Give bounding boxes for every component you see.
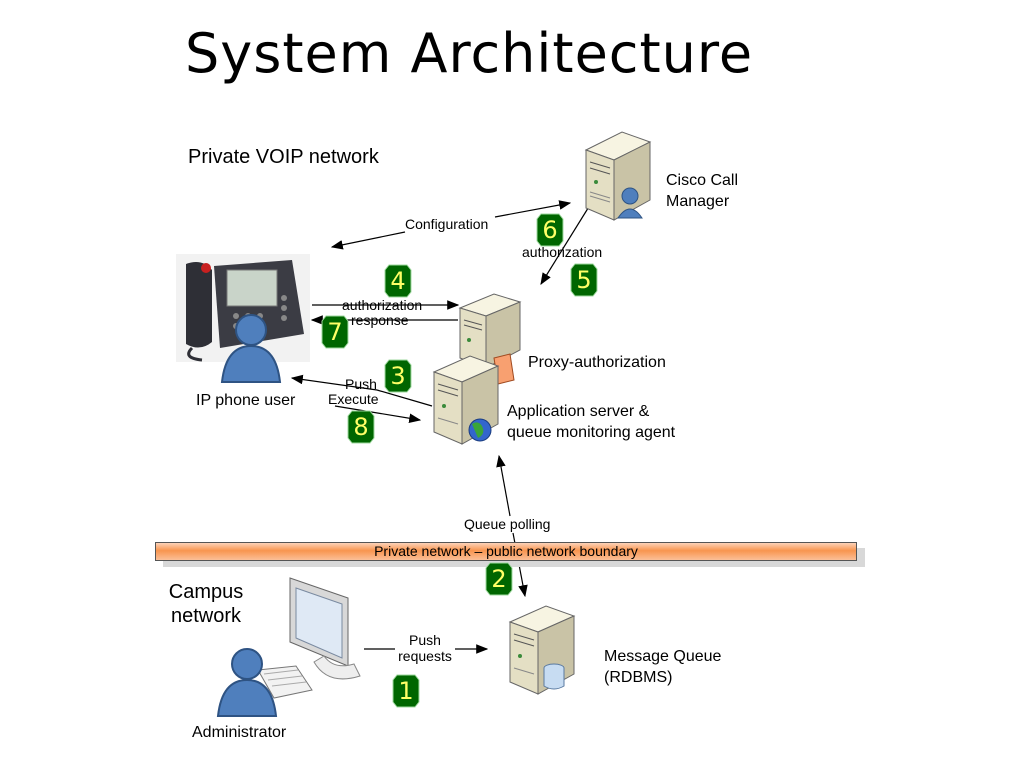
cisco-server-icon (584, 131, 652, 221)
badge-shape (536, 213, 564, 247)
network-boundary: Private network – public network boundar… (155, 542, 857, 561)
cisco-label: Cisco Call Manager (666, 172, 739, 210)
private-voip-label: Private VOIP network (188, 146, 379, 168)
step-number: 8 (353, 413, 369, 441)
administrator-user-icon (216, 648, 278, 717)
proxy-label: Proxy-authorization (528, 354, 666, 371)
step-number: 1 (398, 677, 414, 705)
step-badge-6: 6 (536, 213, 564, 247)
edge-push (290, 374, 378, 391)
badge-shape (570, 263, 598, 297)
queue-polling-label: Queue polling (464, 516, 551, 532)
ip-phone-icon (176, 254, 310, 362)
message-queue-label: Message Queue (RDBMS) (604, 648, 722, 686)
badge-shape (485, 562, 513, 596)
step-number: 7 (327, 318, 343, 346)
proxy-authorization-label: authorization (342, 297, 423, 313)
app-server-icon (432, 355, 500, 445)
step-badge-3: 3 (384, 359, 412, 393)
step-badge-7: 7 (321, 315, 349, 349)
ip-phone-user-label: IP phone user (196, 392, 296, 409)
step-badge-5: 5 (570, 263, 598, 297)
edge-push-tail (376, 389, 433, 407)
push-requests-label: Push requests (398, 632, 452, 664)
step-number: 5 (576, 266, 592, 294)
step-badge-2: 2 (485, 562, 513, 596)
edge-queue-polling-up (496, 454, 511, 517)
badge-shape (392, 674, 420, 708)
cisco-authorization-label: authorization (522, 244, 603, 260)
execute-label: Execute (328, 391, 379, 407)
step-badge-4: 4 (384, 264, 412, 298)
step-number: 3 (390, 362, 406, 390)
response-label: response (351, 312, 409, 328)
administrator-label: Administrator (192, 724, 287, 741)
step-number: 4 (390, 267, 406, 295)
edge-cisco-authorization (540, 204, 591, 286)
step-number: 6 (542, 216, 558, 244)
campus-network-label: Campus network (168, 581, 244, 627)
page-title: System Architecture (185, 22, 754, 85)
badge-shape (321, 315, 349, 349)
step-number: 2 (491, 565, 507, 593)
configuration-label: Configuration (405, 216, 489, 232)
edge-configuration-to-phone (330, 231, 406, 250)
step-badge-8: 8 (347, 410, 375, 444)
message-queue-server-icon (508, 605, 576, 695)
edge-execute (334, 405, 422, 423)
keyboard-icon (257, 665, 313, 699)
step-badge-1: 1 (392, 674, 420, 708)
monitor-icon (289, 577, 361, 680)
badge-shape (384, 359, 412, 393)
proxy-server-icon (458, 293, 522, 369)
push-label: Push (345, 376, 377, 392)
phone-user-icon (220, 314, 282, 383)
badge-shape (347, 410, 375, 444)
badge-shape (384, 264, 412, 298)
edge-configuration-to-cisco (494, 200, 572, 218)
app-server-label: Application server & queue monitoring ag… (507, 403, 676, 441)
